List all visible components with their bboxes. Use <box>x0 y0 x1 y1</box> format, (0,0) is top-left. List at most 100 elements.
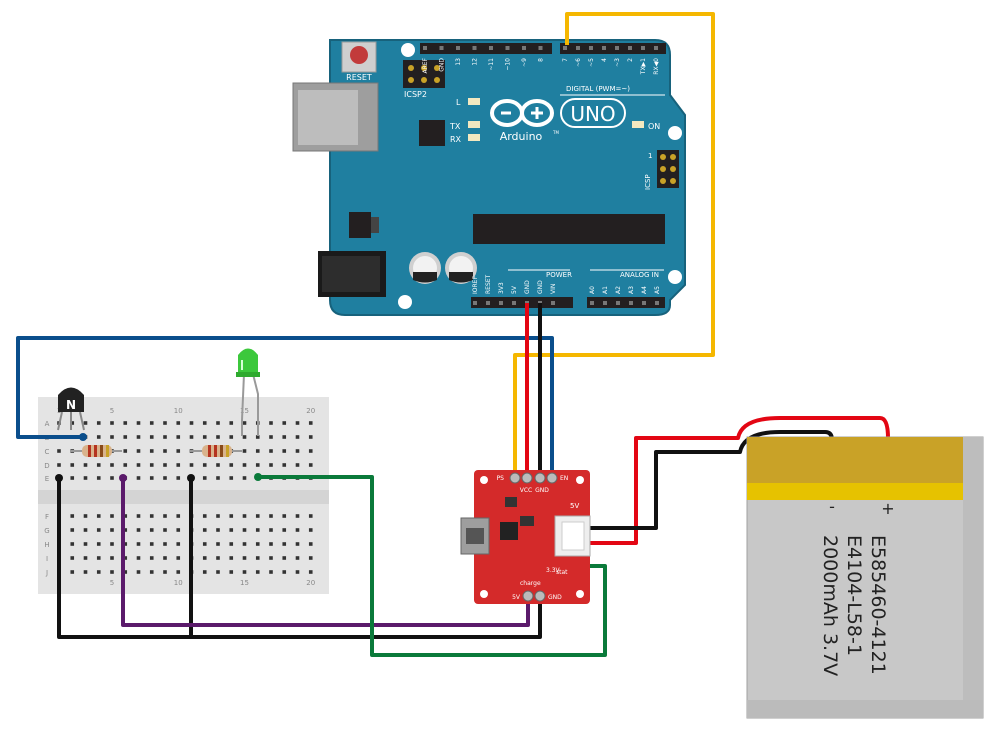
breadboard-hole <box>83 570 88 574</box>
digital-label: DIGITAL (PWM=~) <box>566 85 630 93</box>
breadboard-hole <box>202 556 207 560</box>
top-pin-label: TX▶1 <box>640 58 647 75</box>
breadboard-hole <box>83 476 88 480</box>
breadboard-hole <box>229 542 234 546</box>
breadboard-hole <box>216 542 220 546</box>
capacitor <box>445 252 477 284</box>
breadboard-hole <box>163 463 167 467</box>
breadboard-hole <box>229 463 234 467</box>
icsp2-header <box>403 60 445 88</box>
bb-col-number: 10 <box>174 579 183 587</box>
breadboard-hole <box>123 556 128 560</box>
top-pin-label: ~3 <box>614 58 621 67</box>
breadboard-hole <box>70 556 75 560</box>
breadboard-hole <box>149 435 154 439</box>
breadboard-hole <box>96 463 101 467</box>
top-pin-label: AREF <box>422 57 429 73</box>
battery-plus: + <box>881 499 894 518</box>
usb-chip <box>419 120 445 146</box>
breadboard-hole <box>216 514 220 518</box>
power-pin-label: RESET <box>485 274 492 294</box>
brand-label: Arduino <box>500 130 543 143</box>
header-pin <box>439 46 444 50</box>
breadboard-hole <box>149 542 154 546</box>
breadboard-hole <box>229 556 234 560</box>
breadboard-hole <box>308 449 313 453</box>
breadboard-hole <box>308 556 313 560</box>
breadboard-hole <box>295 528 300 532</box>
icsp2-label: ICSP2 <box>404 90 427 99</box>
breadboard-hole <box>136 476 141 480</box>
breadboard-hole <box>123 449 128 453</box>
breadboard-hole <box>202 463 207 467</box>
analog-header <box>587 297 665 308</box>
breadboard-hole <box>202 542 207 546</box>
breadboard-hole <box>308 463 313 467</box>
header-pin <box>603 301 607 305</box>
breadboard-hole <box>176 514 181 518</box>
breadboard-hole <box>202 528 207 532</box>
breadboard-hole <box>96 556 101 560</box>
analog-pin-label: A1 <box>602 286 609 294</box>
breadboard-hole <box>123 542 128 546</box>
breadboard-hole <box>123 570 128 574</box>
breadboard-hole <box>70 528 75 532</box>
breadboard-hole <box>110 476 114 480</box>
bb-col-number: 10 <box>174 407 183 415</box>
breadboard-hole <box>308 421 313 425</box>
breadboard-hole <box>229 476 234 480</box>
breadboard-hole <box>149 449 154 453</box>
green-led <box>236 348 260 436</box>
charger-pin-vcc: VCC <box>520 487 532 494</box>
breadboard-hole <box>282 542 287 546</box>
breadboard-hole <box>229 435 234 439</box>
bb-row-letter: J <box>45 569 48 577</box>
breadboard-hole <box>229 570 234 574</box>
breadboard-hole <box>242 514 247 518</box>
breadboard-hole <box>216 570 220 574</box>
breadboard-hole <box>136 435 141 439</box>
breadboard-hole <box>163 528 167 532</box>
breadboard-hole <box>176 463 181 467</box>
breadboard-hole <box>229 528 234 532</box>
charger-module: PS VCC GND EN 5V 3.3V stat charge 5V GND <box>460 470 591 604</box>
breadboard-hole <box>269 514 273 518</box>
breadboard-hole <box>70 542 75 546</box>
charger-5v-label: 5V <box>570 502 579 510</box>
breadboard-hole <box>110 556 114 560</box>
breadboard-hole <box>229 421 234 425</box>
breadboard-hole <box>269 556 273 560</box>
breadboard-hole <box>70 421 75 425</box>
transistor-label: N <box>66 398 76 412</box>
breadboard-hole <box>136 463 141 467</box>
header-pin <box>589 46 593 50</box>
header-pin <box>641 46 645 50</box>
power-header <box>471 297 573 308</box>
breadboard-hole <box>149 528 154 532</box>
breadboard-hole <box>163 542 167 546</box>
breadboard-hole <box>123 435 128 439</box>
breadboard-hole <box>242 421 247 425</box>
resistor-1 <box>70 445 122 457</box>
top-pin-label: ~9 <box>521 58 528 67</box>
icsp-header <box>657 150 679 188</box>
bb-col-number: 20 <box>306 407 315 415</box>
header-pin <box>522 46 526 50</box>
breadboard-hole <box>269 542 273 546</box>
breadboard-hole <box>163 421 167 425</box>
analog-label: ANALOG IN <box>620 271 659 279</box>
breadboard-hole <box>269 421 273 425</box>
wire-green <box>258 475 607 657</box>
charger-charge-label: charge <box>520 580 541 587</box>
breadboard-hole <box>70 570 75 574</box>
breadboard-hole <box>216 421 220 425</box>
breadboard-hole <box>136 570 141 574</box>
bb-col-number: 5 <box>110 407 114 415</box>
top-pin-label: ~5 <box>588 58 595 67</box>
charger-33v-label: 3.3V <box>546 567 561 574</box>
breadboard-hole <box>83 463 88 467</box>
analog-pin-label: A5 <box>654 286 661 294</box>
breadboard-hole <box>176 556 181 560</box>
